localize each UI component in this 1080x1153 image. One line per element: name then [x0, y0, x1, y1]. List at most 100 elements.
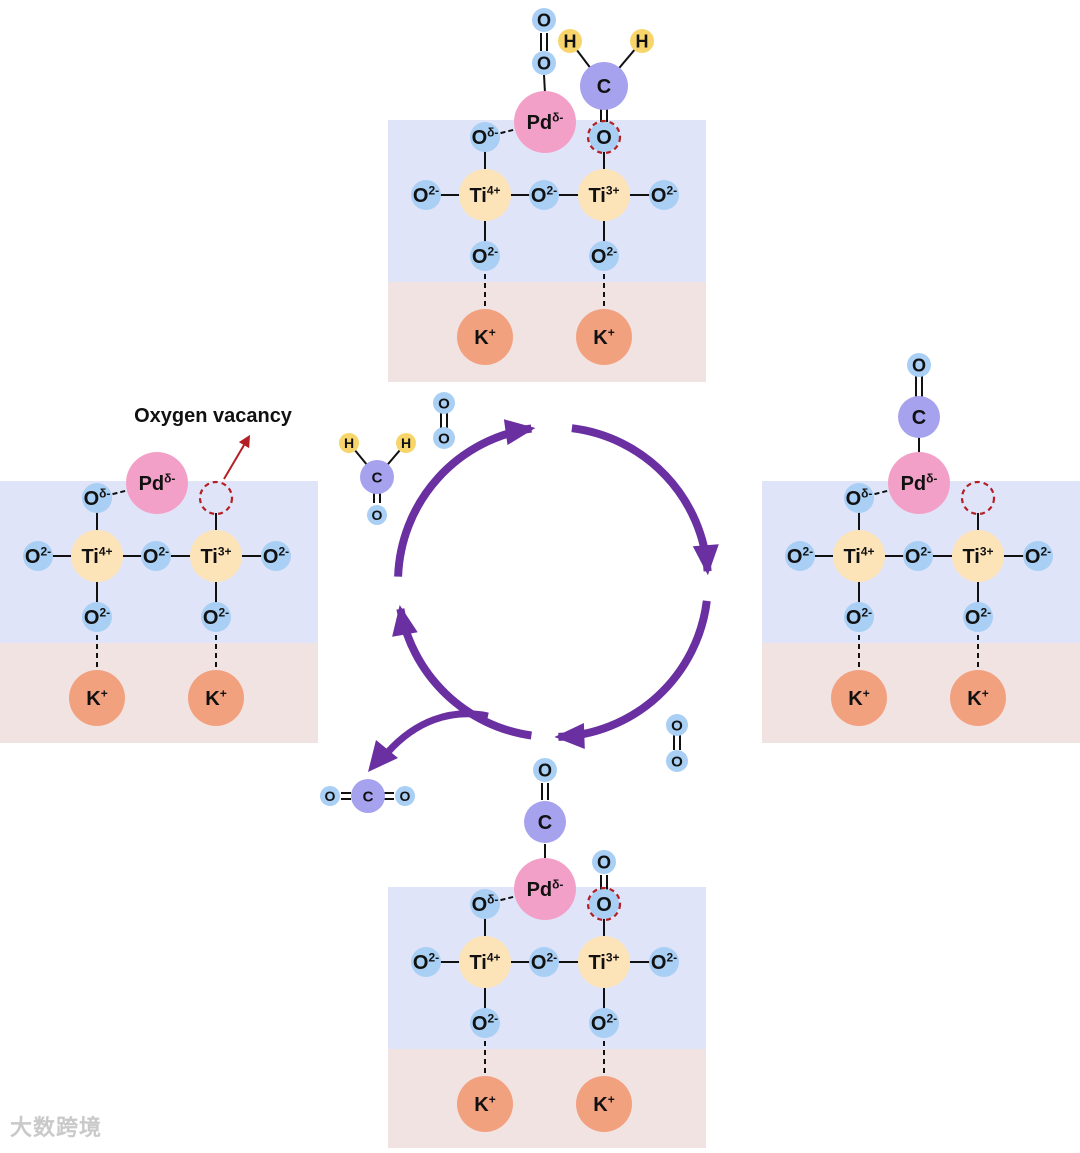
- oxygen-atom-circle: [649, 947, 679, 977]
- oxygen-atom-circle: [411, 947, 441, 977]
- vacancy-pointer-arrow: [223, 434, 251, 480]
- oxygen-atom-circle: [666, 714, 688, 736]
- oxygen-vacancy: [586, 119, 622, 155]
- oxygen-atom-circle: [589, 122, 619, 152]
- oxygen-atom-label: O: [438, 430, 450, 447]
- palladium-atom-circle: [126, 452, 188, 514]
- titanium-4-atom-circle: [459, 169, 511, 221]
- potassium-atom-circle: [831, 670, 887, 726]
- oxygen-atom: O: [589, 889, 619, 919]
- carbon-atom: C: [360, 460, 394, 494]
- oxygen-delta-atom: Oδ-: [82, 483, 112, 513]
- carbon-atom-circle: [580, 62, 628, 110]
- oxygen-atom-circle: [592, 850, 616, 874]
- carbon-atom-circle: [524, 801, 566, 843]
- hydrogen-atom: H: [396, 433, 416, 453]
- oxygen-atom: O: [666, 714, 688, 736]
- palladium-atom: Pdδ-: [514, 91, 576, 153]
- titanium-4-atom-circle: [71, 530, 123, 582]
- oxygen-atom-circle: [529, 947, 559, 977]
- cycle-arrowhead: [392, 605, 418, 637]
- substrate-layer: [388, 282, 706, 382]
- oxygen-atom: O2-: [261, 541, 291, 571]
- oxygen-atom: O: [666, 750, 688, 772]
- oxygen-atom: O2-: [649, 947, 679, 977]
- oxygen-atom: O2-: [141, 541, 171, 571]
- oxygen-atom: O2-: [23, 541, 53, 571]
- titanium-4-atom: Ti4+: [459, 169, 511, 221]
- titanium-3-atom: Ti3+: [578, 936, 630, 988]
- oxygen-atom: O2-: [82, 602, 112, 632]
- substrate-layer: [762, 643, 1080, 743]
- potassium-atom-circle: [576, 309, 632, 365]
- oxygen-delta-atom-circle: [844, 483, 874, 513]
- oxygen-atom: O: [592, 850, 616, 874]
- titanium-4-atom-circle: [459, 936, 511, 988]
- oxygen-atom-circle: [433, 392, 455, 414]
- oxygen-atom: O2-: [785, 541, 815, 571]
- palladium-atom-circle: [888, 452, 950, 514]
- oxygen-atom-circle: [1023, 541, 1053, 571]
- hydrogen-atom-label: H: [564, 31, 577, 51]
- hydrogen-atom-circle: [630, 29, 654, 53]
- oxygen-delta-atom: Oδ-: [470, 889, 500, 919]
- carbon-atom-circle: [898, 396, 940, 438]
- potassium-atom: K+: [457, 1076, 513, 1132]
- oxygen-atom: O: [532, 8, 556, 32]
- oxygen-atom-label: O: [596, 127, 612, 149]
- palladium-atom-circle: [514, 91, 576, 153]
- oxygen-delta-atom-circle: [82, 483, 112, 513]
- titanium-4-atom: Ti4+: [459, 936, 511, 988]
- carbon-atom-label: C: [372, 469, 383, 486]
- titanium-4-atom: Ti4+: [71, 530, 123, 582]
- oxygen-atom-circle: [201, 602, 231, 632]
- potassium-atom-circle: [69, 670, 125, 726]
- carbon-atom: C: [524, 801, 566, 843]
- titanium-3-atom-circle: [952, 530, 1004, 582]
- potassium-atom: K+: [457, 309, 513, 365]
- oxygen-atom: O: [589, 122, 619, 152]
- oxygen-atom-circle: [533, 758, 557, 782]
- potassium-atom: K+: [831, 670, 887, 726]
- hydrogen-atom-circle: [396, 433, 416, 453]
- oxygen-atom-label: O: [671, 717, 683, 734]
- bond: [543, 74, 546, 94]
- oxygen-atom-label: O: [438, 395, 450, 412]
- oxygen-atom-label: O: [597, 852, 611, 872]
- oxygen-atom-circle: [666, 750, 688, 772]
- titanium-3-atom-circle: [578, 936, 630, 988]
- oxygen-atom: O: [395, 786, 415, 806]
- hydrogen-atom-label: H: [344, 435, 354, 451]
- potassium-atom: K+: [576, 1076, 632, 1132]
- oxygen-delta-atom-circle: [470, 122, 500, 152]
- co2-release-arrowhead: [368, 740, 398, 772]
- oxygen-atom: O2-: [411, 947, 441, 977]
- vacancy-callout-label: Oxygen vacancy: [134, 405, 293, 427]
- oxygen-atom-circle: [395, 786, 415, 806]
- oxygen-delta-atom: Oδ-: [470, 122, 500, 152]
- substrate-layer: [0, 643, 318, 743]
- titanium-3-atom-circle: [578, 169, 630, 221]
- oxygen-atom: O2-: [529, 947, 559, 977]
- carbon-atom-circle: [351, 779, 385, 813]
- oxygen-atom: O: [433, 392, 455, 414]
- titanium-3-atom: Ti3+: [952, 530, 1004, 582]
- potassium-atom-circle: [457, 1076, 513, 1132]
- titanium-4-atom: Ti4+: [833, 530, 885, 582]
- hydrogen-atom-label: H: [401, 435, 411, 451]
- oxygen-atom: O2-: [963, 602, 993, 632]
- oxygen-atom-circle: [470, 1008, 500, 1038]
- oxygen-atom-circle: [141, 541, 171, 571]
- carbon-atom-label: C: [597, 76, 611, 98]
- oxygen-vacancy: [960, 480, 996, 516]
- carbon-atom-label: C: [538, 812, 552, 834]
- oxygen-atom: O2-: [844, 602, 874, 632]
- cycle-arrowhead: [503, 419, 536, 445]
- oxygen-atom-circle: [82, 602, 112, 632]
- watermark: 大数跨境: [10, 1116, 103, 1141]
- potassium-atom: K+: [69, 670, 125, 726]
- palladium-atom: Pdδ-: [126, 452, 188, 514]
- oxygen-atom-circle: [589, 241, 619, 271]
- oxygen-atom-circle: [23, 541, 53, 571]
- oxygen-atom-label: O: [372, 507, 383, 523]
